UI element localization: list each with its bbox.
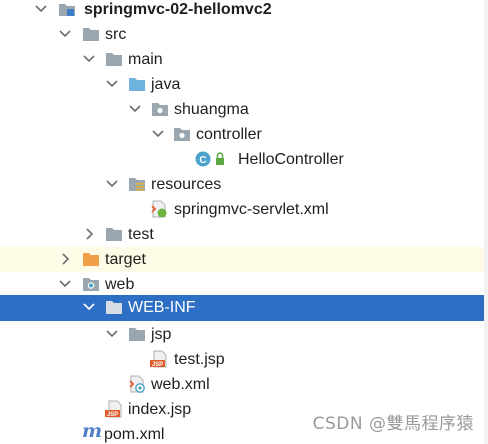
watermark: CSDN @雙馬程序猿 (312, 414, 474, 434)
tree-item-springmvc-servlet-xml[interactable]: springmvc-servlet.xml (0, 197, 484, 222)
tree-item-test-jsp[interactable]: JSP test.jsp (0, 347, 484, 372)
chevron-down-icon[interactable] (105, 177, 119, 191)
excluded-folder-icon (83, 253, 99, 266)
tree-item-label: shuangma (174, 101, 249, 118)
tree-item-main[interactable]: main (0, 47, 484, 72)
tree-item-label: index.jsp (128, 401, 192, 418)
scrollbar-track[interactable] (484, 0, 488, 444)
tree-item-project-root[interactable]: springmvc-02-hellomvc2 (0, 0, 484, 22)
tree-item-resources[interactable]: resources (0, 172, 484, 197)
java-class-icon: C (195, 151, 211, 167)
chevron-down-icon[interactable] (82, 300, 96, 314)
tree-item-label: web (105, 276, 135, 293)
tree-item-test[interactable]: test (0, 222, 484, 247)
tree-item-controller[interactable]: controller (0, 122, 484, 147)
web-folder-icon (83, 278, 99, 291)
chevron-down-icon[interactable] (151, 127, 165, 141)
chevron-down-icon[interactable] (105, 77, 119, 91)
tree-item-web-xml[interactable]: web.xml (0, 372, 484, 397)
tree-item-jsp[interactable]: jsp (0, 322, 484, 347)
tree-item-shuangma[interactable]: shuangma (0, 97, 484, 122)
chevron-right-icon[interactable] (58, 252, 72, 266)
jsp-file-icon: JSP (150, 350, 167, 368)
chevron-down-icon[interactable] (34, 2, 48, 16)
tree-item-label: springmvc-02-hellomvc2 (84, 1, 272, 18)
tree-item-label: pom.xml (104, 426, 165, 443)
tree-item-label: test.jsp (174, 351, 225, 368)
tree-item-pom-xml[interactable]: m pom.xml (0, 422, 484, 444)
package-icon (174, 128, 190, 141)
chevron-right-icon[interactable] (82, 227, 96, 241)
chevron-down-icon[interactable] (58, 27, 72, 41)
folder-icon (129, 328, 145, 341)
tree-item-index-jsp[interactable]: JSP index.jsp (0, 397, 484, 422)
chevron-down-icon[interactable] (128, 102, 142, 116)
tree-item-label: target (105, 251, 146, 268)
jsp-badge: JSP (107, 412, 118, 418)
tree-item-label: resources (151, 176, 222, 193)
tree-item-web-inf[interactable]: WEB-INF (0, 295, 484, 321)
tree-item-target[interactable]: target (0, 247, 484, 272)
tree-item-hellocontroller[interactable]: C HelloController (0, 147, 484, 172)
tree-item-label: main (128, 51, 163, 68)
tree-item-label: WEB-INF (128, 299, 196, 316)
resources-folder-icon (129, 178, 145, 191)
tree-item-label: controller (196, 126, 262, 143)
module-folder-icon (59, 4, 75, 16)
folder-icon (106, 228, 122, 241)
jsp-badge: JSP (152, 362, 163, 368)
tree-item-label: springmvc-servlet.xml (174, 201, 329, 218)
source-folder-icon (129, 78, 145, 91)
class-badge: C (199, 155, 206, 166)
tree-item-label: test (128, 226, 154, 243)
tree-item-label: HelloController (238, 151, 344, 168)
tree-item-label: src (105, 26, 127, 43)
spring-xml-icon (151, 200, 167, 218)
tree-item-label: java (151, 76, 181, 93)
jsp-file-icon: JSP (105, 400, 122, 418)
maven-icon: m (82, 420, 103, 442)
tree-item-java[interactable]: java (0, 72, 484, 97)
package-icon (152, 103, 168, 116)
tree-item-src[interactable]: src (0, 22, 484, 47)
folder-icon (106, 53, 122, 66)
tree-item-web[interactable]: web (0, 272, 484, 297)
chevron-down-icon[interactable] (105, 327, 119, 341)
chevron-down-icon[interactable] (82, 52, 96, 66)
tree-item-label: web.xml (151, 376, 210, 393)
chevron-down-icon[interactable] (58, 277, 72, 291)
folder-icon (83, 28, 99, 41)
web-xml-icon (129, 375, 145, 393)
tree-item-label: jsp (151, 326, 172, 343)
lock-icon (216, 152, 224, 165)
folder-icon (106, 301, 122, 314)
